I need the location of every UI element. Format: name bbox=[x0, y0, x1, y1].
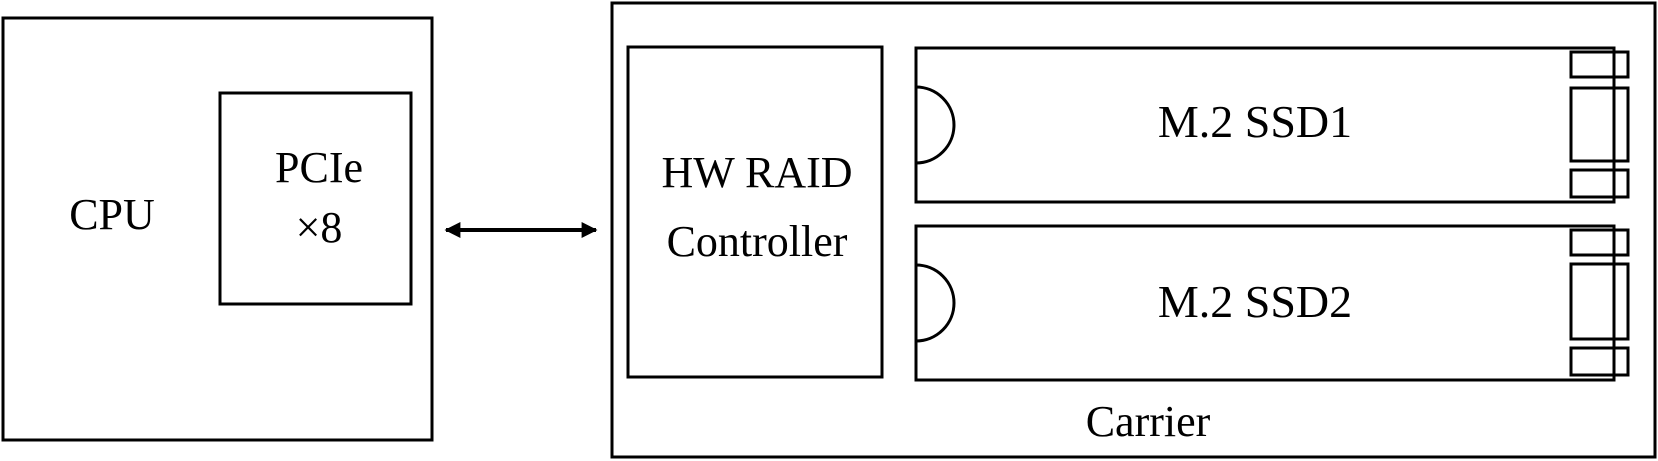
pcie-block: PCIe ×8 bbox=[218, 91, 413, 306]
ssd-2-connector-mid bbox=[1569, 262, 1630, 341]
cpu-label: CPU bbox=[69, 190, 155, 239]
cpu-block: CPU bbox=[1, 16, 434, 442]
ssd-2-connector-top bbox=[1569, 228, 1630, 257]
ssd-2-connector-bottom bbox=[1569, 346, 1630, 377]
carrier-box bbox=[610, 1, 1657, 459]
ssd-1: M.2 SSD1 bbox=[914, 46, 1630, 204]
raid-controller-block: HW RAID Controller bbox=[626, 45, 884, 379]
ssd-2-notch-icon bbox=[915, 263, 956, 343]
carrier-block: Carrier bbox=[610, 1, 1657, 459]
raid-label: HW RAID bbox=[661, 148, 852, 197]
pcie-box bbox=[218, 91, 413, 306]
ssd-1-board bbox=[914, 46, 1616, 204]
raid-controller-label: Controller bbox=[667, 217, 848, 266]
ssd-2: M.2 SSD2 bbox=[914, 224, 1630, 382]
ssd-1-connector-top bbox=[1569, 50, 1630, 79]
ssd-1-label: M.2 SSD1 bbox=[1158, 96, 1352, 147]
ssd-1-connector-bottom bbox=[1569, 168, 1630, 199]
ssd-2-board bbox=[914, 224, 1616, 382]
raid-controller-box bbox=[626, 45, 884, 379]
ssd-2-label: M.2 SSD2 bbox=[1158, 276, 1352, 327]
carrier-label: Carrier bbox=[1086, 397, 1211, 446]
cpu-box bbox=[1, 16, 434, 442]
pcie-lanes-label: ×8 bbox=[296, 203, 343, 252]
ssd-1-notch-icon bbox=[915, 85, 956, 165]
ssd-1-connector-mid bbox=[1569, 86, 1630, 163]
pcie-label: PCIe bbox=[275, 143, 363, 192]
